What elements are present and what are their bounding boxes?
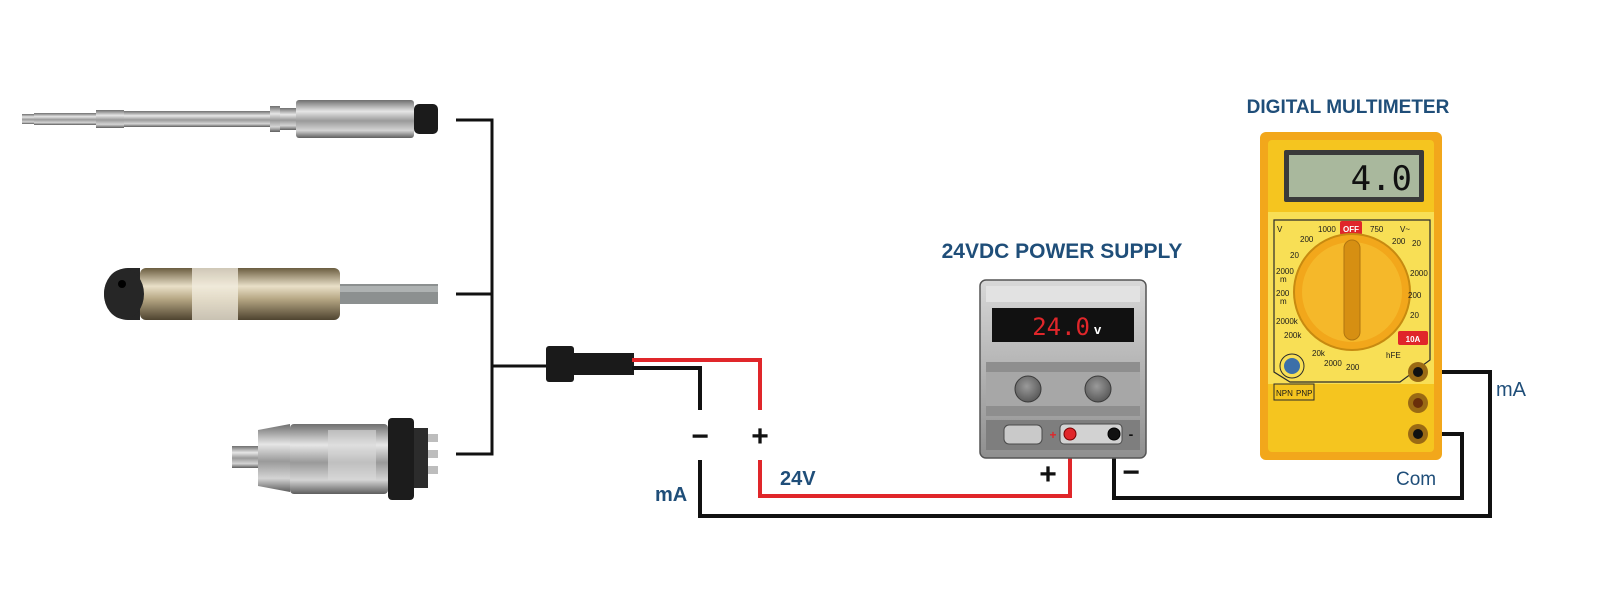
off-label: OFF <box>1343 225 1359 234</box>
port-label-com: Com <box>1396 469 1436 490</box>
off-badge <box>1340 221 1362 235</box>
power-supply-title: 24VDC POWER SUPPLY <box>942 240 1183 263</box>
black-wire-psu-to-com <box>1112 432 1464 500</box>
dial-label-2000-b: 2000 <box>1324 359 1342 368</box>
port-v-ohm[interactable] <box>1413 398 1423 408</box>
psu-minus-small: - <box>1129 426 1134 442</box>
power-supply <box>979 279 1147 459</box>
voltage-knob[interactable] <box>1014 375 1042 403</box>
dial-label-m-a: m <box>1280 275 1287 284</box>
pressure-transmitter <box>232 418 438 500</box>
dial-label-200-e: 200 <box>1408 291 1422 300</box>
terminal-plus-label: + <box>751 420 769 453</box>
port-com[interactable] <box>1413 429 1423 439</box>
cable-connector <box>546 346 634 382</box>
probe-sensor <box>22 100 438 138</box>
label-24v: 24V <box>780 468 816 490</box>
power-switch[interactable] <box>1003 424 1043 445</box>
ten-amp-badge <box>1398 331 1428 345</box>
dial-label-m-b: m <box>1280 297 1287 306</box>
psu-minus-big: − <box>1122 456 1140 489</box>
label-ma-loop: mA <box>655 484 687 506</box>
dial-label-200-d: 200 <box>1392 237 1406 246</box>
multimeter-title: DIGITAL MULTIMETER <box>1247 97 1450 118</box>
sensor-bus-wires <box>456 118 548 456</box>
psu-display-unit: v <box>1094 322 1102 337</box>
psu-display-value: 24.0 <box>1032 313 1090 341</box>
psu-plus-big: + <box>1039 458 1057 491</box>
dial-label-2000-a: 2000 <box>1276 267 1294 276</box>
psu-positive-terminal[interactable] <box>1063 427 1077 441</box>
black-wire-minus <box>632 366 1492 518</box>
psu-plus-small: + <box>1049 428 1056 442</box>
dial-label-1000: 1000 <box>1318 225 1336 234</box>
dial-label-vdc: V <box>1277 225 1283 234</box>
submersible-level-sensor <box>104 268 438 320</box>
power-supply-display <box>992 308 1134 342</box>
multimeter-display-value: 4.0 <box>1351 159 1412 199</box>
psu-negative-terminal[interactable] <box>1107 427 1121 441</box>
port-label-ma: mA <box>1496 379 1527 401</box>
dial-label-750: 750 <box>1370 225 1384 234</box>
port-ma[interactable] <box>1413 367 1423 377</box>
dial-label-200k: 200k <box>1284 331 1302 340</box>
dial-label-200-b: 200 <box>1276 289 1290 298</box>
dial-label-20-b: 20 <box>1412 239 1421 248</box>
multimeter-display <box>1289 155 1419 197</box>
dial-label-hfe: hFE <box>1386 351 1401 360</box>
socket-label-npn: NPN <box>1276 389 1293 398</box>
dial-label-200-a: 200 <box>1300 235 1314 244</box>
dial-label-vac: V~ <box>1400 225 1410 234</box>
dial-label-200-c: 200 <box>1346 363 1360 372</box>
dial-label-2000k: 2000k <box>1276 317 1299 326</box>
dial-label-2000-c: 2000 <box>1410 269 1428 278</box>
ten-amp-label: 10A <box>1406 335 1421 344</box>
dial-label-20-c: 20 <box>1410 311 1419 320</box>
dial-label-20-a: 20 <box>1290 251 1299 260</box>
multimeter <box>1260 132 1442 460</box>
terminal-minus-label: − <box>691 420 709 453</box>
red-wire-plus <box>632 358 1072 498</box>
socket-label-pnp: PNP <box>1296 389 1312 398</box>
current-knob[interactable] <box>1084 375 1112 403</box>
dial-label-20k: 20k <box>1312 349 1326 358</box>
